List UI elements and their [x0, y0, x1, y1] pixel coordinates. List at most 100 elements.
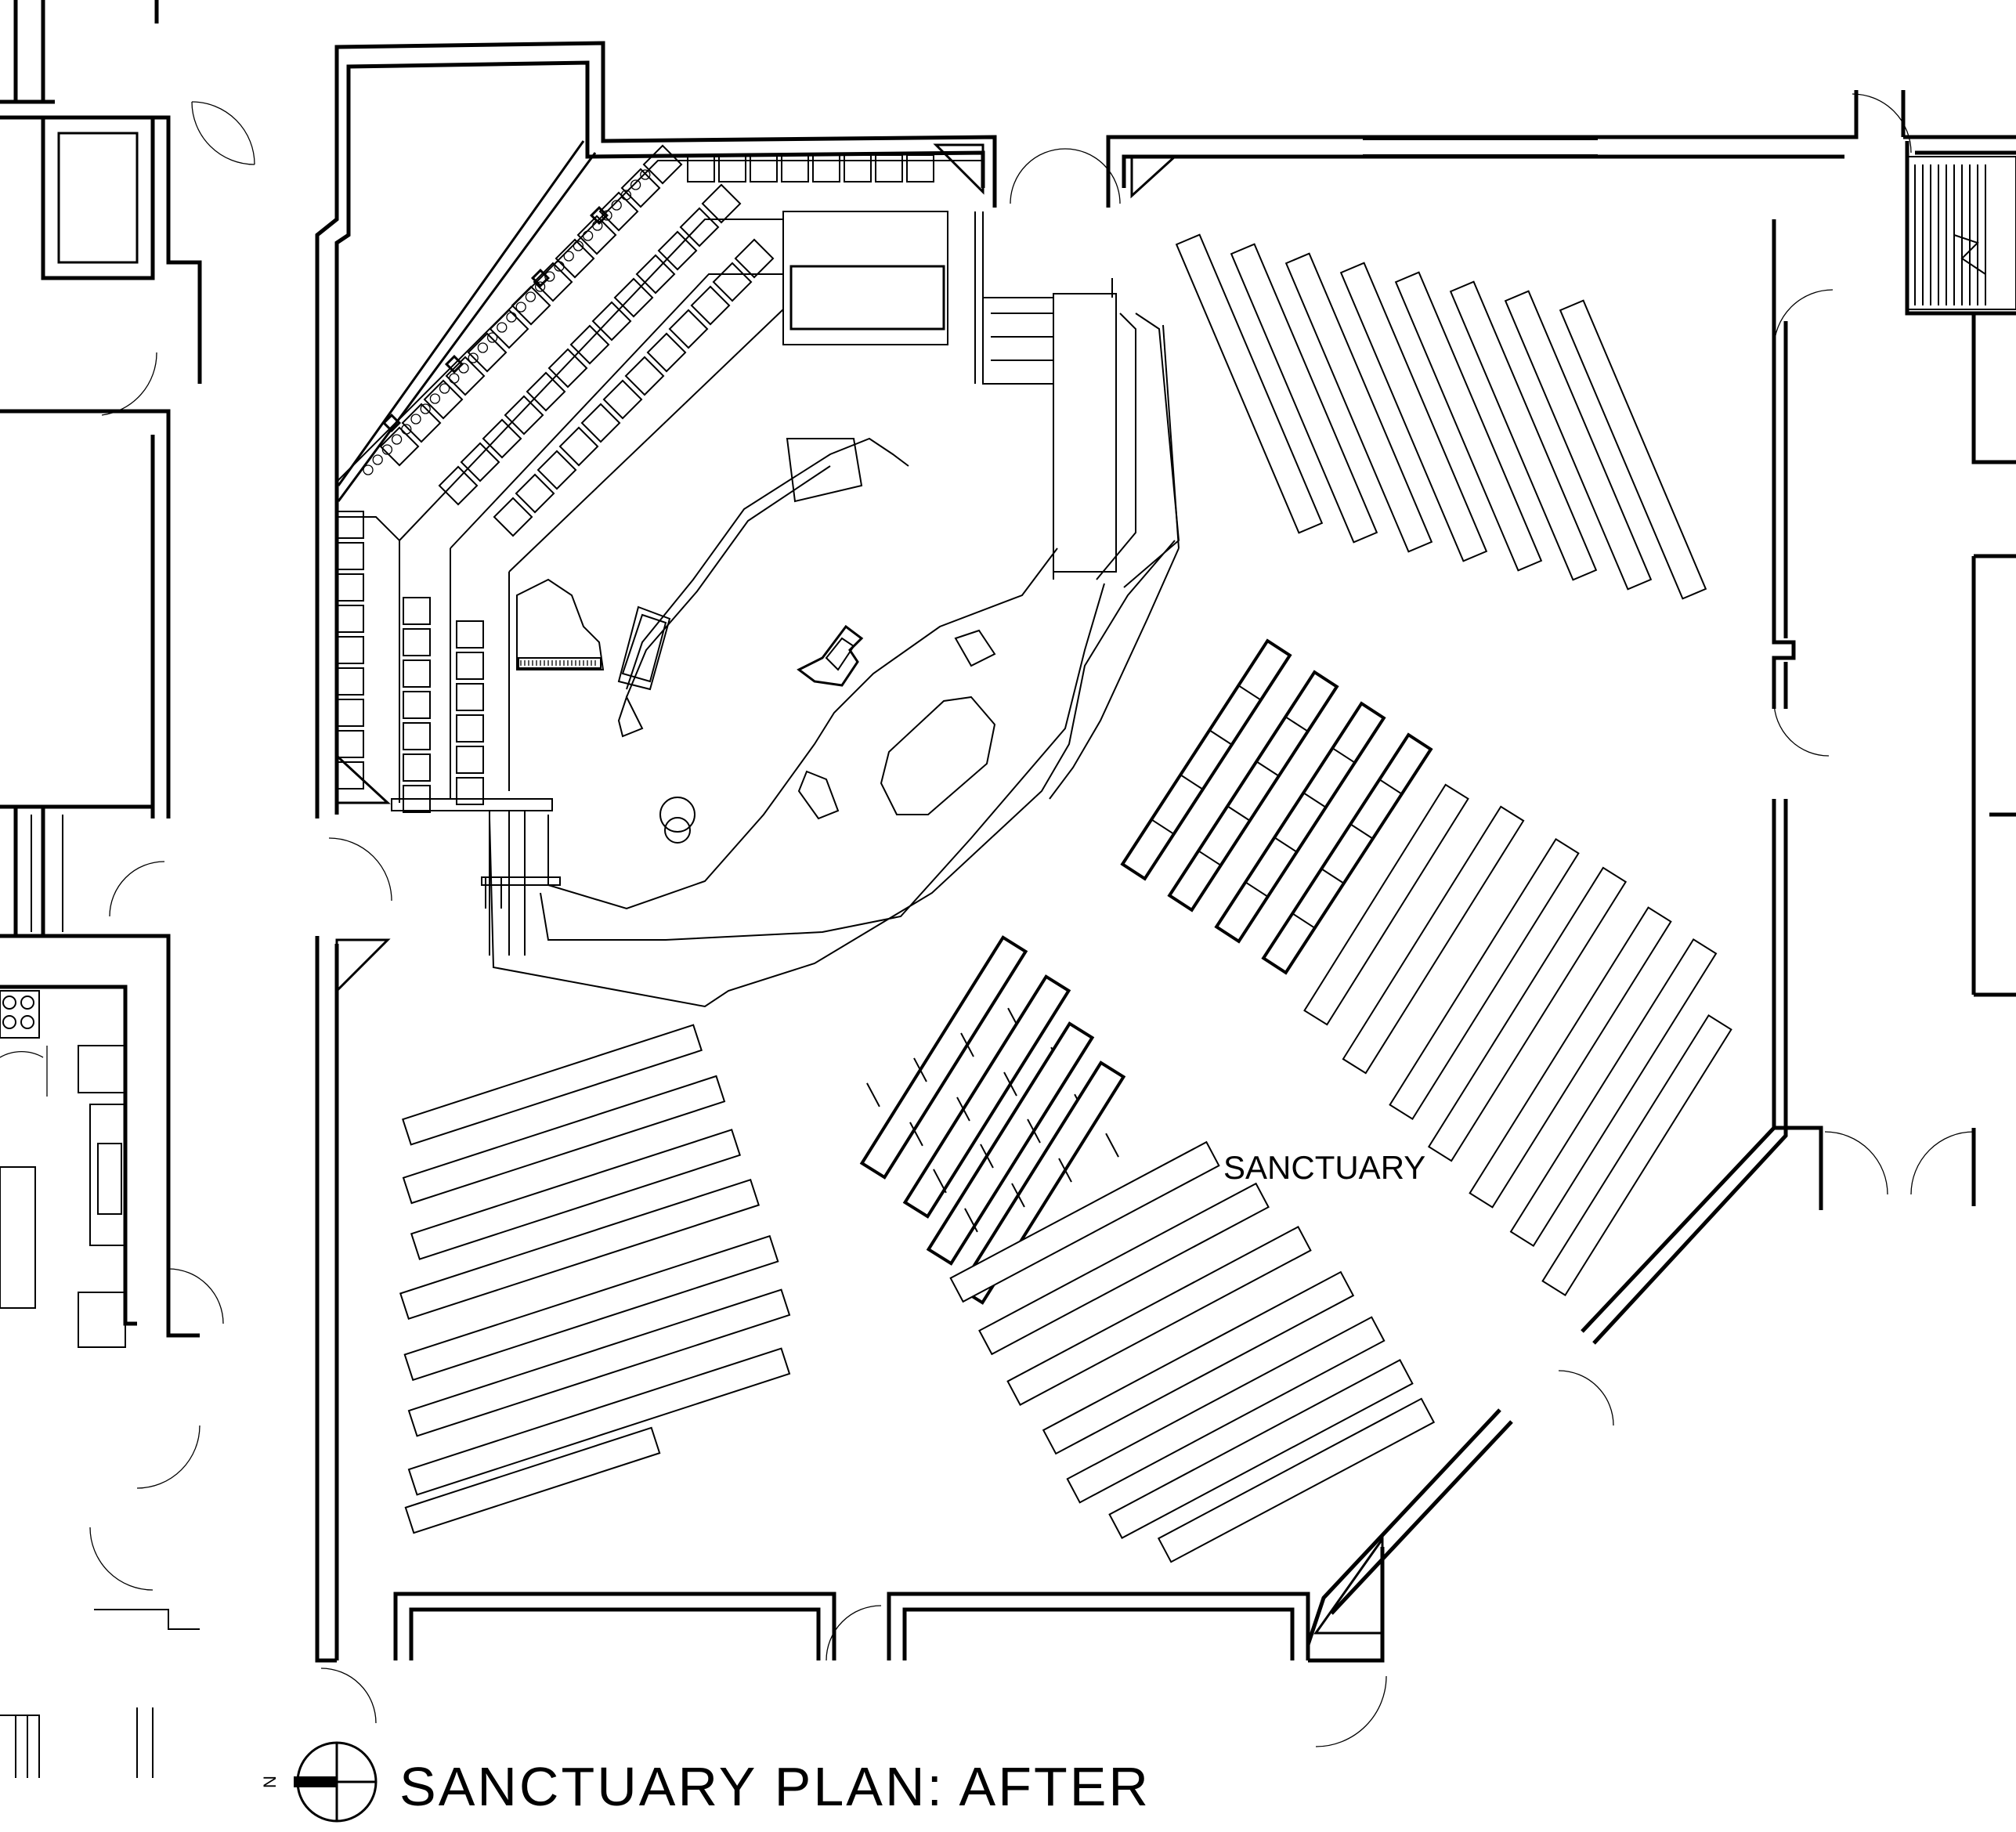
rail-bead	[429, 393, 441, 404]
choir-seat	[591, 301, 632, 341]
choir-seat	[379, 426, 420, 467]
choir-seat	[336, 636, 364, 664]
pew	[402, 1075, 726, 1205]
speaker-icon	[530, 268, 551, 288]
pew-reserved	[926, 1021, 1095, 1266]
choir-seat	[547, 348, 588, 388]
stair-left	[0, 1609, 200, 1778]
pew	[410, 1129, 741, 1260]
pew-reserved	[1120, 638, 1292, 881]
rail-bead	[563, 251, 574, 262]
choir-seat	[456, 620, 484, 649]
rail-bead	[534, 281, 546, 292]
pew-dividers	[964, 1133, 1119, 1233]
choir-seat	[620, 168, 661, 208]
choir-seat	[403, 722, 431, 750]
wall-pilasters	[335, 143, 1384, 1635]
choir-seat	[403, 691, 431, 719]
choir-seat	[336, 761, 364, 790]
pew	[978, 1182, 1270, 1356]
kitchen-fixtures	[0, 815, 126, 1348]
pew	[1427, 866, 1628, 1162]
pew	[1559, 299, 1707, 600]
choir-seat	[403, 753, 431, 782]
choir-seat	[456, 777, 484, 805]
choir-seat	[467, 332, 508, 373]
choir-seat	[445, 356, 486, 396]
pew	[1284, 252, 1433, 553]
rail-bead	[620, 190, 632, 201]
door-swings	[89, 93, 1974, 1747]
choir-seat	[569, 324, 610, 365]
choir-seat	[456, 746, 484, 774]
choir-seat	[812, 154, 840, 182]
choir-loft	[336, 140, 1180, 1008]
choir-seat	[336, 699, 364, 727]
choir-seat	[580, 403, 621, 443]
choir-seat	[718, 154, 746, 182]
pew-dividers	[1198, 716, 1309, 866]
choir-seat	[336, 511, 364, 539]
pew	[403, 1234, 779, 1382]
speaker-icon	[589, 205, 609, 226]
rail-bead	[630, 179, 641, 190]
rail-bead	[410, 414, 421, 425]
choir-seat	[687, 154, 715, 182]
choir-seat	[668, 309, 709, 349]
choir-seat	[657, 230, 698, 271]
pew-reserved	[1167, 670, 1339, 912]
pew	[1108, 1359, 1414, 1539]
choir-seat	[750, 154, 778, 182]
pew-reserved	[1261, 732, 1433, 975]
choir-seat	[690, 285, 731, 326]
pew	[1504, 290, 1653, 591]
pew	[1389, 838, 1580, 1120]
pew	[1175, 233, 1324, 534]
choir-seat	[460, 442, 500, 482]
pew	[1342, 805, 1525, 1075]
choir-seat	[403, 785, 431, 813]
stair-right	[1906, 156, 2016, 310]
choir-seat	[336, 605, 364, 633]
choir-seat	[906, 154, 934, 182]
north-arrow-icon: N	[260, 1741, 378, 1823]
rail-bead	[449, 373, 460, 384]
choir-seat	[456, 652, 484, 680]
pew	[1509, 938, 1718, 1247]
rail-bead	[497, 322, 508, 333]
exterior-walls	[0, 0, 2016, 1663]
choir-seat	[526, 371, 566, 412]
choir-seat	[635, 254, 676, 294]
pew	[399, 1178, 761, 1321]
choir-seating	[336, 144, 934, 813]
choir-seat	[336, 667, 364, 696]
rail-bead	[439, 383, 450, 394]
choir-seat	[493, 497, 533, 537]
rail-bead	[468, 352, 479, 363]
choir-seat	[401, 403, 442, 443]
pew-reserved	[1214, 701, 1386, 944]
choir-seat	[734, 238, 775, 279]
choir-seat	[875, 154, 903, 182]
north-letter: N	[260, 1776, 280, 1788]
choir-seat	[602, 379, 643, 420]
pew	[1394, 271, 1543, 572]
choir-seat	[403, 659, 431, 688]
pew	[407, 1288, 791, 1437]
pew-dividers	[866, 1007, 1021, 1108]
rail-bead	[525, 291, 537, 302]
choir-seat	[482, 418, 522, 459]
rail-bead	[477, 342, 489, 353]
choir-seat	[781, 154, 809, 182]
choir-seat	[438, 465, 479, 506]
choir-seat	[336, 730, 364, 758]
pew	[949, 1140, 1220, 1303]
choir-seat	[456, 714, 484, 743]
rail-bead	[363, 464, 374, 475]
choir-seat	[558, 426, 599, 467]
pew	[1339, 262, 1488, 562]
pew-reserved	[859, 935, 1028, 1180]
pew-dividers	[1292, 779, 1403, 929]
speaker-icon	[381, 413, 402, 433]
